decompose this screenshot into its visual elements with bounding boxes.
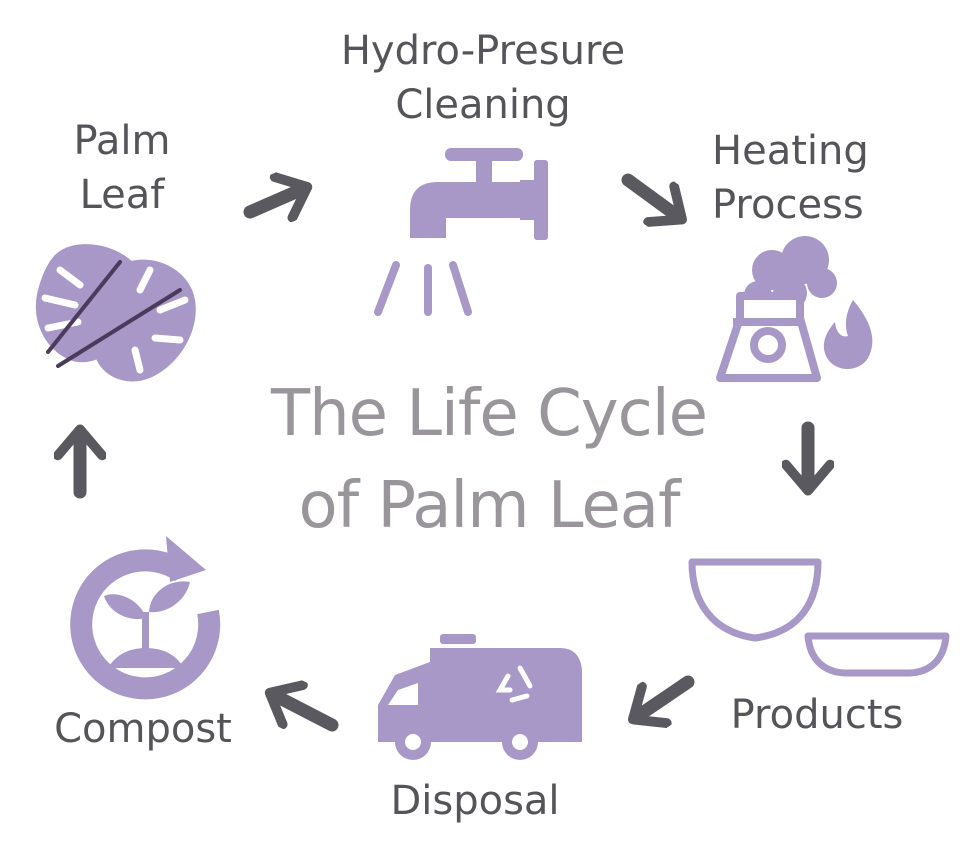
title-line2: of Palm Leaf — [298, 469, 680, 543]
compost-label: Compost — [54, 706, 232, 752]
arrow-disposal-to-compost — [272, 694, 339, 732]
recycling-truck-icon — [378, 634, 582, 760]
heating-label-line1: Heating — [712, 128, 869, 174]
water-tap-icon — [374, 148, 548, 316]
disposal-label: Disposal — [390, 778, 560, 824]
bowls-icon — [688, 558, 950, 677]
palm-leaf-label-line2: Leaf — [79, 172, 165, 218]
arrow-products-to-disposal — [635, 675, 695, 718]
stage-label-disposal: Disposal — [380, 774, 570, 828]
products-label: Products — [730, 692, 904, 738]
palm-leaf-label-line1: Palm — [73, 118, 171, 164]
diagram-title: The Life Cycle of Palm Leaf — [189, 368, 789, 552]
title-line1: The Life Cycle — [271, 377, 708, 451]
compost-cycle-icon — [70, 536, 221, 700]
arrow-leaf-to-cleaning — [243, 188, 305, 212]
stage-label-palm-leaf: Palm Leaf — [62, 114, 182, 222]
heating-label-line2: Process — [712, 182, 864, 228]
stage-label-heating: Heating Process — [712, 124, 892, 232]
arrow-cleaning-to-heating — [621, 173, 680, 218]
stage-label-cleaning: Hydro-Presure Cleaning — [318, 24, 648, 132]
heating-factory-icon — [716, 236, 873, 382]
cleaning-label-line1: Hydro-Presure — [340, 28, 626, 74]
cleaning-label-line2: Cleaning — [395, 82, 571, 128]
monstera-leaf-icon — [35, 244, 196, 382]
stage-label-products: Products — [722, 688, 912, 742]
stage-label-compost: Compost — [48, 702, 238, 756]
